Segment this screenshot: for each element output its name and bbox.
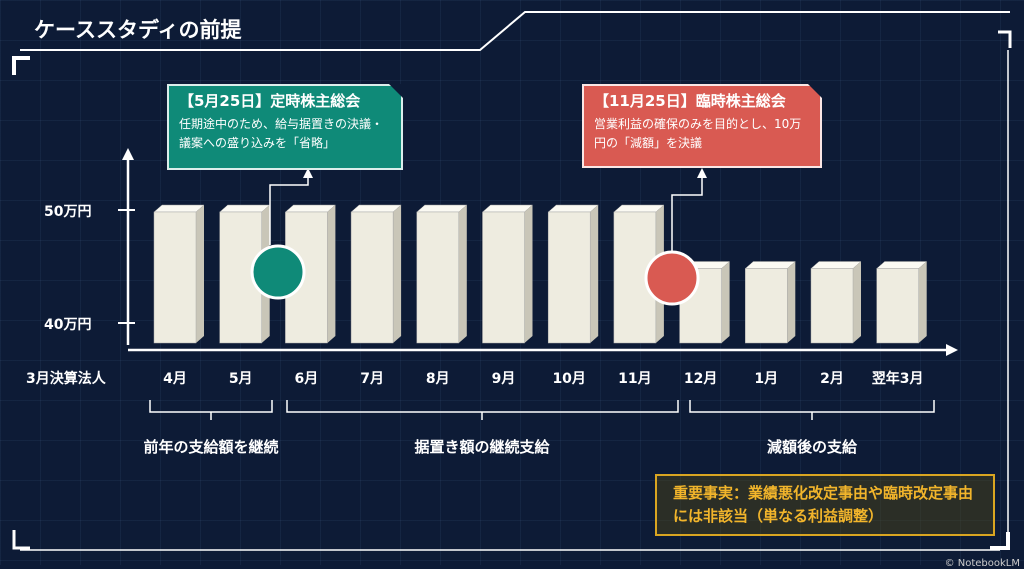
bar-4月 (196, 205, 204, 343)
month-label: 2月 (820, 371, 844, 387)
bar-10月 (590, 205, 599, 343)
bar-翌年3月 (918, 261, 927, 343)
bar-5月 (219, 204, 271, 213)
month-label: 10月 (552, 371, 586, 387)
callout-shareholders-meeting-extraordinary: 【11月25日】臨時株主総会 営業利益の確保のみを目的とし、10万円の「減額」を… (582, 84, 822, 168)
callout-shareholders-meeting-regular: 【5月25日】定時株主総会 任期途中のため、給与据置きの決議・議案への盛り込みを… (167, 84, 403, 170)
bar-1月 (787, 261, 796, 343)
bar-6月 (327, 205, 336, 343)
group-label: 前年の支給額を継続 (143, 438, 279, 456)
month-label: 4月 (163, 371, 187, 387)
y-label-40: 40万円 (44, 317, 92, 333)
group-label: 減額後の支給 (766, 438, 858, 456)
bar-7月 (350, 211, 394, 344)
bar-翌年3月 (876, 268, 919, 344)
callout-body: 任期途中のため、給与据置きの決議・議案への盛り込みを「省略」 (179, 117, 384, 150)
x-origin-label: 3月決算法人 (26, 371, 106, 387)
month-label: 12月 (683, 371, 718, 387)
callout-body: 営業利益の確保のみを目的とし、10万円の「減額」を決議 (594, 117, 802, 150)
bar-1月 (745, 268, 788, 344)
bar-6月 (284, 204, 337, 213)
month-label: 翌年3月 (871, 371, 924, 387)
month-label: 7月 (360, 371, 384, 387)
bar-2月 (810, 261, 862, 269)
bar-12月 (721, 261, 730, 343)
bar-1月 (744, 261, 796, 269)
teal-event-marker (250, 244, 306, 300)
red-event-marker (644, 250, 700, 306)
y-label-50: 50万円 (44, 204, 92, 220)
month-label: 6月 (294, 371, 319, 387)
bar-4月 (153, 211, 197, 344)
important-fact-note: 重要事実：業績悪化改定事由や臨時改定事由には非該当（単なる利益調整） (655, 474, 995, 536)
bar-11月 (613, 204, 665, 213)
bar-10月 (547, 211, 591, 344)
bar-9月 (482, 211, 525, 344)
bar-8月 (416, 204, 468, 213)
page-title: ケーススタディの前提 (34, 18, 242, 42)
bar-10月 (547, 204, 599, 213)
bar-翌年3月 (876, 261, 928, 269)
month-label: 9月 (491, 371, 516, 387)
bar-7月 (350, 204, 402, 213)
bar-2月 (810, 268, 854, 344)
bar-4月 (153, 204, 205, 213)
month-label: 8月 (425, 371, 450, 387)
watermark: © NotebookLM (944, 558, 1020, 569)
bar-9月 (481, 204, 534, 213)
bar-8月 (416, 211, 460, 344)
callout-heading: 【5月25日】定時株主総会 (179, 92, 361, 110)
month-label: 5月 (228, 371, 253, 387)
callout-heading: 【11月25日】臨時株主総会 (594, 92, 786, 110)
bar-7月 (393, 205, 402, 343)
bar-8月 (458, 205, 467, 343)
bar-2月 (853, 261, 861, 343)
month-label: 1月 (754, 371, 779, 387)
group-label: 据置き額の継続支給 (414, 438, 550, 456)
month-label: 11月 (618, 371, 652, 387)
bar-9月 (524, 205, 533, 343)
